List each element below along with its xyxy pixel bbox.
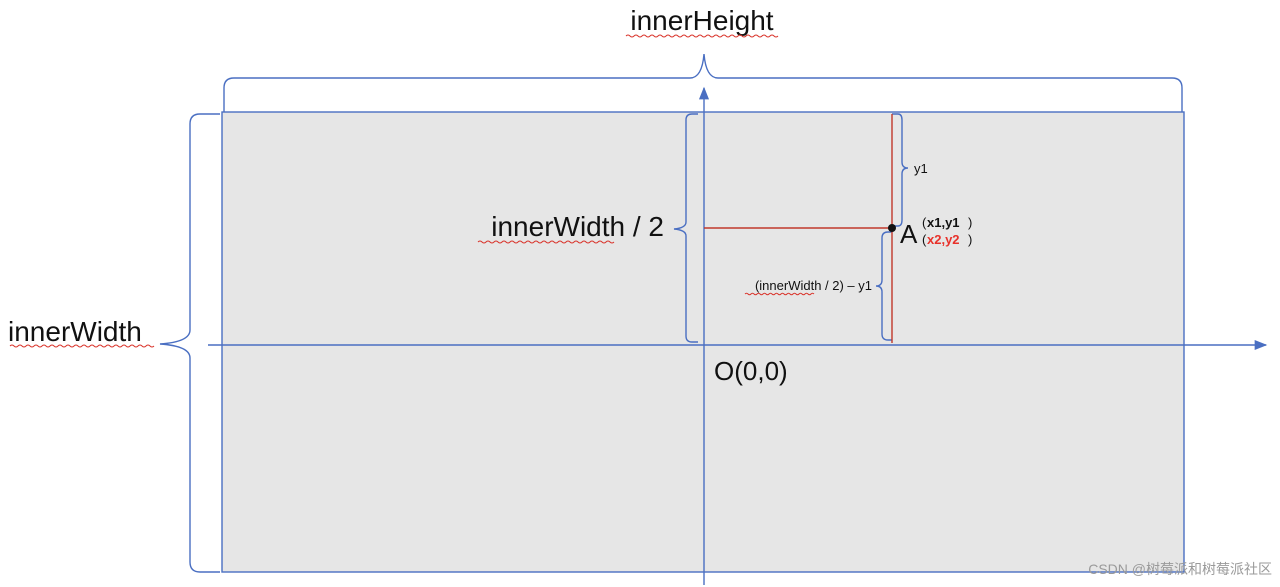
coord-1-close-paren: ) <box>968 215 972 230</box>
point-a-marker <box>888 224 896 232</box>
inner-height-label: innerHeight <box>630 5 773 36</box>
inner-width-half-brace <box>673 113 698 343</box>
half-minus-y1-brace <box>875 231 892 341</box>
inner-height-brace <box>223 53 1183 112</box>
coord-1-value: x1,y1 <box>927 215 960 230</box>
screen-area <box>221 111 1185 573</box>
inner-height-spell-underline <box>625 34 779 38</box>
csdn-watermark: CSDN @树莓派和树莓派社区 <box>1088 561 1272 577</box>
inner-width-brace <box>159 113 220 573</box>
y1-brace <box>892 113 909 227</box>
inner-width-half-label: innerWidth / 2 <box>491 211 664 242</box>
inner-width-half-spell-underline <box>477 240 615 244</box>
coord-2-open-paren: ( <box>922 232 927 247</box>
coord-2-close-paren: ) <box>968 232 972 247</box>
half-minus-y1-label: (innerWidth / 2) – y1 <box>755 278 872 293</box>
point-a-label: A <box>900 219 918 249</box>
inner-width-label: innerWidth <box>8 316 142 347</box>
coord-1-open-paren: ( <box>922 215 927 230</box>
half-minus-y1-spell-underline <box>744 292 815 296</box>
y1-label: y1 <box>914 161 928 176</box>
coord-2-value: x2,y2 <box>927 232 960 247</box>
origin-label: O(0,0) <box>714 356 788 386</box>
inner-width-spell-underline <box>9 344 155 348</box>
